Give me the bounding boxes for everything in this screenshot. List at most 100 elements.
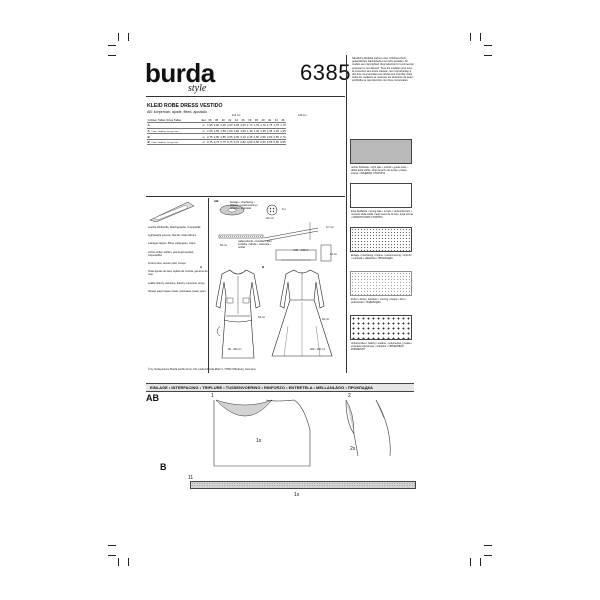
crop-mark [108,545,116,546]
size-cell: 46 [279,117,287,124]
size-row-label: B [147,134,150,139]
size-cell: 2,70 [279,133,287,140]
size-cell: 42 [226,117,234,124]
size-cell: 46 [239,117,247,124]
crop-mark [484,555,492,556]
size-cell: 2,85 [219,133,227,140]
buttons-count: 6 x [282,207,287,211]
crop-mark [108,55,116,56]
belt-length: 4,00 - 4,80 m [293,249,309,252]
copyright-note: Sämtliche Modelle stehen unter Urhebersc… [352,57,414,83]
legend-text-interfacing: Einlage • interfacing • triplure • tusse… [351,254,412,260]
crop-mark [118,33,119,41]
size-row-label: A [147,128,150,133]
crop-mark [480,33,481,41]
size-cell: 1,60 [226,128,234,135]
size-cell: 0,75 [206,139,214,146]
legend-swatch-right-side [350,139,412,164]
size-cell: 1,70 [246,122,254,129]
size-cell: 0,80 [239,139,247,146]
garment-subtitle: AB: körpernah, ajusté, fitted, ajustado [147,110,207,114]
fabrics-title: AB: [214,199,220,203]
column-divider [346,55,347,373]
size-cell: 2,45 [246,133,254,140]
size-cell: 36 [246,117,254,124]
size-cell: 38 [253,117,260,124]
publisher-line: © by Verlag Aenne Burda GmbH & Co. KG, H… [148,368,256,371]
belt-icon [263,222,319,242]
size-cell: m [201,128,207,135]
fabric-item: Telas ligeras de lana, tejidos de mezcla… [148,270,208,277]
size-cell: 1,55 [219,128,227,135]
group-ab-label: AB [146,393,159,403]
size-cell: 1,60 [233,128,240,135]
piece-11-number: 11 [188,475,194,481]
size-cell: 0,55 [272,139,280,146]
fabric-item: Легкие шерстяные ткани, смесовые ткани, … [148,289,206,293]
crop-mark [484,55,492,56]
size-cell: 1,55 [213,128,220,135]
crop-mark [108,555,116,556]
size-cell: 2,05 [233,122,240,129]
size-cell: 40 [259,117,267,124]
width-140: 140 cm [298,114,307,117]
zipper-text: nahtverdeckt • invisible • pour invisibl… [238,240,272,250]
size-cell: 2,00 [219,122,227,129]
piece-1-front [213,399,311,467]
header-divider [146,96,345,97]
crop-mark [470,558,471,566]
view-b-hem: 200 - 226 cm [310,348,326,351]
size-cell: 3,10 [239,133,247,140]
size-cell: 2,95 [226,133,234,140]
pattern-fold-icon [275,249,317,261]
dress-back-view [271,269,333,357]
piece-11-belt [190,481,416,489]
view-a-label: A [200,265,203,269]
size-cell: 2,00 [226,122,234,129]
size-row-label: B [147,140,150,145]
crop-mark [118,558,119,566]
size-cell: 1,70 [259,122,267,129]
pattern-number: 6385 [300,60,351,85]
size-cell: 42 [266,117,273,124]
size-cell: 44 [233,117,240,124]
legend-swatch-lining [350,271,412,296]
size-row-label: A [147,123,150,128]
view-b-label: B [262,265,265,269]
size-cell: 0,75 [233,139,240,146]
size-cell: 1,95 [206,122,214,129]
brand-logo: burda [145,58,215,88]
size-cell: 0,55 [279,139,287,146]
size-cell: Eur [201,117,207,124]
piece-2-quantity: 2x [350,446,356,452]
size-cell: 0,50 [253,139,260,146]
crop-mark [480,558,481,566]
button-icon [266,204,278,216]
size-cell: 0,75 [219,139,227,146]
size-cell: 1,35 [272,128,280,135]
pocket-icon [320,244,332,262]
piece-1-number: 1 [211,393,214,399]
piece-2-number: 2 [348,393,351,399]
size-cell: 44 [272,117,280,124]
size-cell: 1,60 [239,128,247,135]
piece-2-back [345,399,391,457]
view-a-length: 54 cm [258,316,266,319]
size-cell: B [147,133,201,140]
size-row-sublabel: Futter, Doublure, Lining, Forro [151,130,179,133]
size-cell: 40 [219,117,227,124]
size-cell: m [201,122,207,129]
crop-mark [128,33,129,41]
size-cell: 3,00 [233,133,240,140]
zipper-length: 60 cm [220,244,228,247]
fabric-item: Leichte Webstoffe, Mischgewebe, Kreppsto… [148,226,201,229]
brand-sub: style [188,83,207,94]
crop-mark [484,545,492,546]
